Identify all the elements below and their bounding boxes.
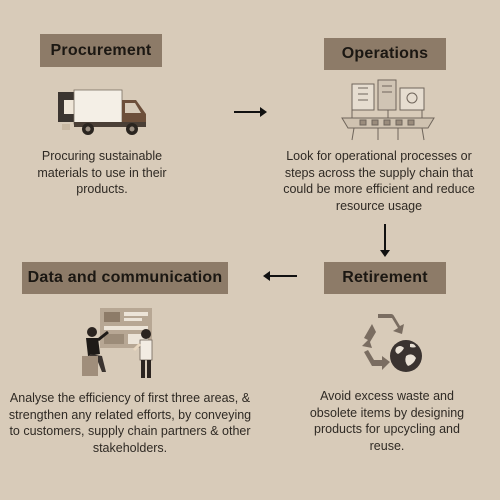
arrow-left <box>263 271 297 281</box>
procurement-title: Procurement <box>50 41 152 59</box>
retirement-title-box: Retirement <box>324 262 446 294</box>
data-communication-title: Data and communication <box>27 269 223 286</box>
data-communication-description: Analyse the efficiency of first three ar… <box>8 391 252 455</box>
arrow-right <box>234 107 267 117</box>
procurement-description: Procuring sustainable materials to use i… <box>37 149 167 196</box>
procurement-title-box: Procurement <box>40 34 162 67</box>
delivery-truck-icon <box>58 89 146 135</box>
factory-machine-icon <box>341 79 435 141</box>
operations-title-box: Operations <box>324 38 446 70</box>
retirement-description: Avoid excess waste and obsolete items by… <box>309 389 465 453</box>
people-dashboard-icon <box>82 308 153 378</box>
operations-description: Look for operational processes or steps … <box>283 149 475 213</box>
operations-title: Operations <box>341 45 429 62</box>
recycle-globe-icon <box>362 314 422 372</box>
arrow-down <box>380 224 390 257</box>
retirement-title: Retirement <box>342 269 428 286</box>
data-communication-title-box: Data and communication <box>22 262 228 294</box>
